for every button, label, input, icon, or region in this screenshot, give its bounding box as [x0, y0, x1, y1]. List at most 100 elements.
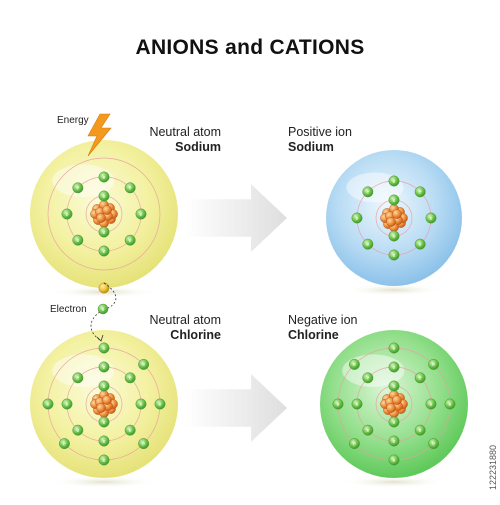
electron: e [414, 372, 426, 384]
electron-icon [98, 342, 110, 354]
atom-highlight [52, 354, 115, 387]
chlorine-ion-label-line2: Chlorine [288, 328, 339, 342]
electron: e [138, 358, 150, 370]
electron-icon [428, 358, 440, 370]
electron-symbol: e [103, 420, 106, 426]
electron-icon [135, 208, 147, 220]
electron-icon [138, 438, 150, 450]
electron: e [135, 208, 147, 220]
electron-symbol: e [142, 362, 145, 368]
electron: e [72, 372, 84, 384]
electron-symbol: e [103, 458, 106, 464]
electron: e [362, 424, 374, 436]
electron-symbol: e [393, 365, 396, 371]
electron: e [414, 238, 426, 250]
electron: e [388, 249, 400, 261]
electron-icon [388, 194, 400, 206]
electron: e [388, 175, 400, 187]
electron-icon [124, 182, 136, 194]
electron-icon [362, 372, 374, 384]
sodium-neutral-label-line2: Sodium [175, 140, 221, 154]
electron-icon [351, 398, 363, 410]
electron-symbol: e [393, 198, 396, 204]
electron-symbol: e [432, 362, 435, 368]
electron-symbol: e [353, 441, 356, 447]
electron-icon [414, 372, 426, 384]
traveling-electron: e [97, 303, 109, 315]
nucleon [386, 217, 396, 227]
electron: e [98, 361, 110, 373]
electron-symbol: e [47, 402, 50, 408]
electron: e [124, 424, 136, 436]
electron-symbol: e [103, 365, 106, 371]
stock-id-text: 122231880 [486, 380, 500, 500]
electron: e [348, 358, 360, 370]
electron: e [351, 212, 363, 224]
nucleon [386, 403, 396, 413]
electron: e [61, 208, 73, 220]
transfer-arrow-sodium [185, 184, 287, 252]
electron-symbol: e [76, 428, 79, 434]
electron-symbol: e [103, 230, 106, 236]
atom-highlight [52, 164, 115, 197]
electron-symbol: e [432, 441, 435, 447]
electron-icon [61, 208, 73, 220]
electron-symbol: e [102, 307, 105, 313]
electron-symbol: e [103, 194, 106, 200]
electron-icon [332, 398, 344, 410]
sodium-ion-label-line2: Sodium [288, 140, 334, 154]
electron-icon [388, 249, 400, 261]
electron-icon [98, 361, 110, 373]
electron-symbol: e [103, 346, 106, 352]
electron-icon [388, 435, 400, 447]
electron-symbol: e [393, 458, 396, 464]
electron-symbol: e [76, 238, 79, 244]
electron-symbol: e [356, 216, 359, 222]
electron-icon [72, 372, 84, 384]
electron-icon [124, 372, 136, 384]
electron-symbol: e [129, 186, 132, 192]
transfer-arrow-chlorine [185, 374, 287, 442]
energy-label: Energy [57, 115, 89, 126]
electron-symbol: e [419, 428, 422, 434]
electron-icon [98, 454, 110, 466]
sodium-ion-label: Positive ion Sodium [288, 125, 378, 155]
atom-shadow [338, 476, 450, 488]
electron-symbol: e [337, 402, 340, 408]
nucleus [90, 390, 118, 418]
electron-symbol: e [140, 402, 143, 408]
nucleon [96, 403, 106, 413]
electron-icon [414, 238, 426, 250]
electron-icon [138, 358, 150, 370]
electron-icon [98, 190, 110, 202]
electron-symbol: e [366, 376, 369, 382]
electron: e [98, 435, 110, 447]
electron-symbol: e [393, 179, 396, 185]
electron-symbol: e [393, 253, 396, 259]
electron-symbol: e [103, 439, 106, 445]
electron: e [98, 342, 110, 354]
electron-icon [362, 424, 374, 436]
electron: e [388, 454, 400, 466]
electron-icon [362, 186, 374, 198]
electron-symbol: e [353, 362, 356, 368]
electron-icon [388, 380, 400, 392]
chlorine-neutral-label-line1: Neutral atom [149, 313, 221, 327]
electron-icon [444, 398, 456, 410]
nucleon [102, 205, 112, 215]
electron: e [388, 342, 400, 354]
nucleus [90, 200, 118, 228]
electron: e [42, 398, 54, 410]
sodium-neutral-label: Neutral atom Sodium [139, 125, 221, 155]
electron-symbol: e [66, 402, 69, 408]
electron-icon [351, 212, 363, 224]
electron: e [388, 230, 400, 242]
electron: e [388, 361, 400, 373]
stock-id: 122231880 [488, 444, 498, 490]
electron: e [414, 186, 426, 198]
electron-symbol: e [103, 384, 106, 390]
electron-icon [98, 435, 110, 447]
